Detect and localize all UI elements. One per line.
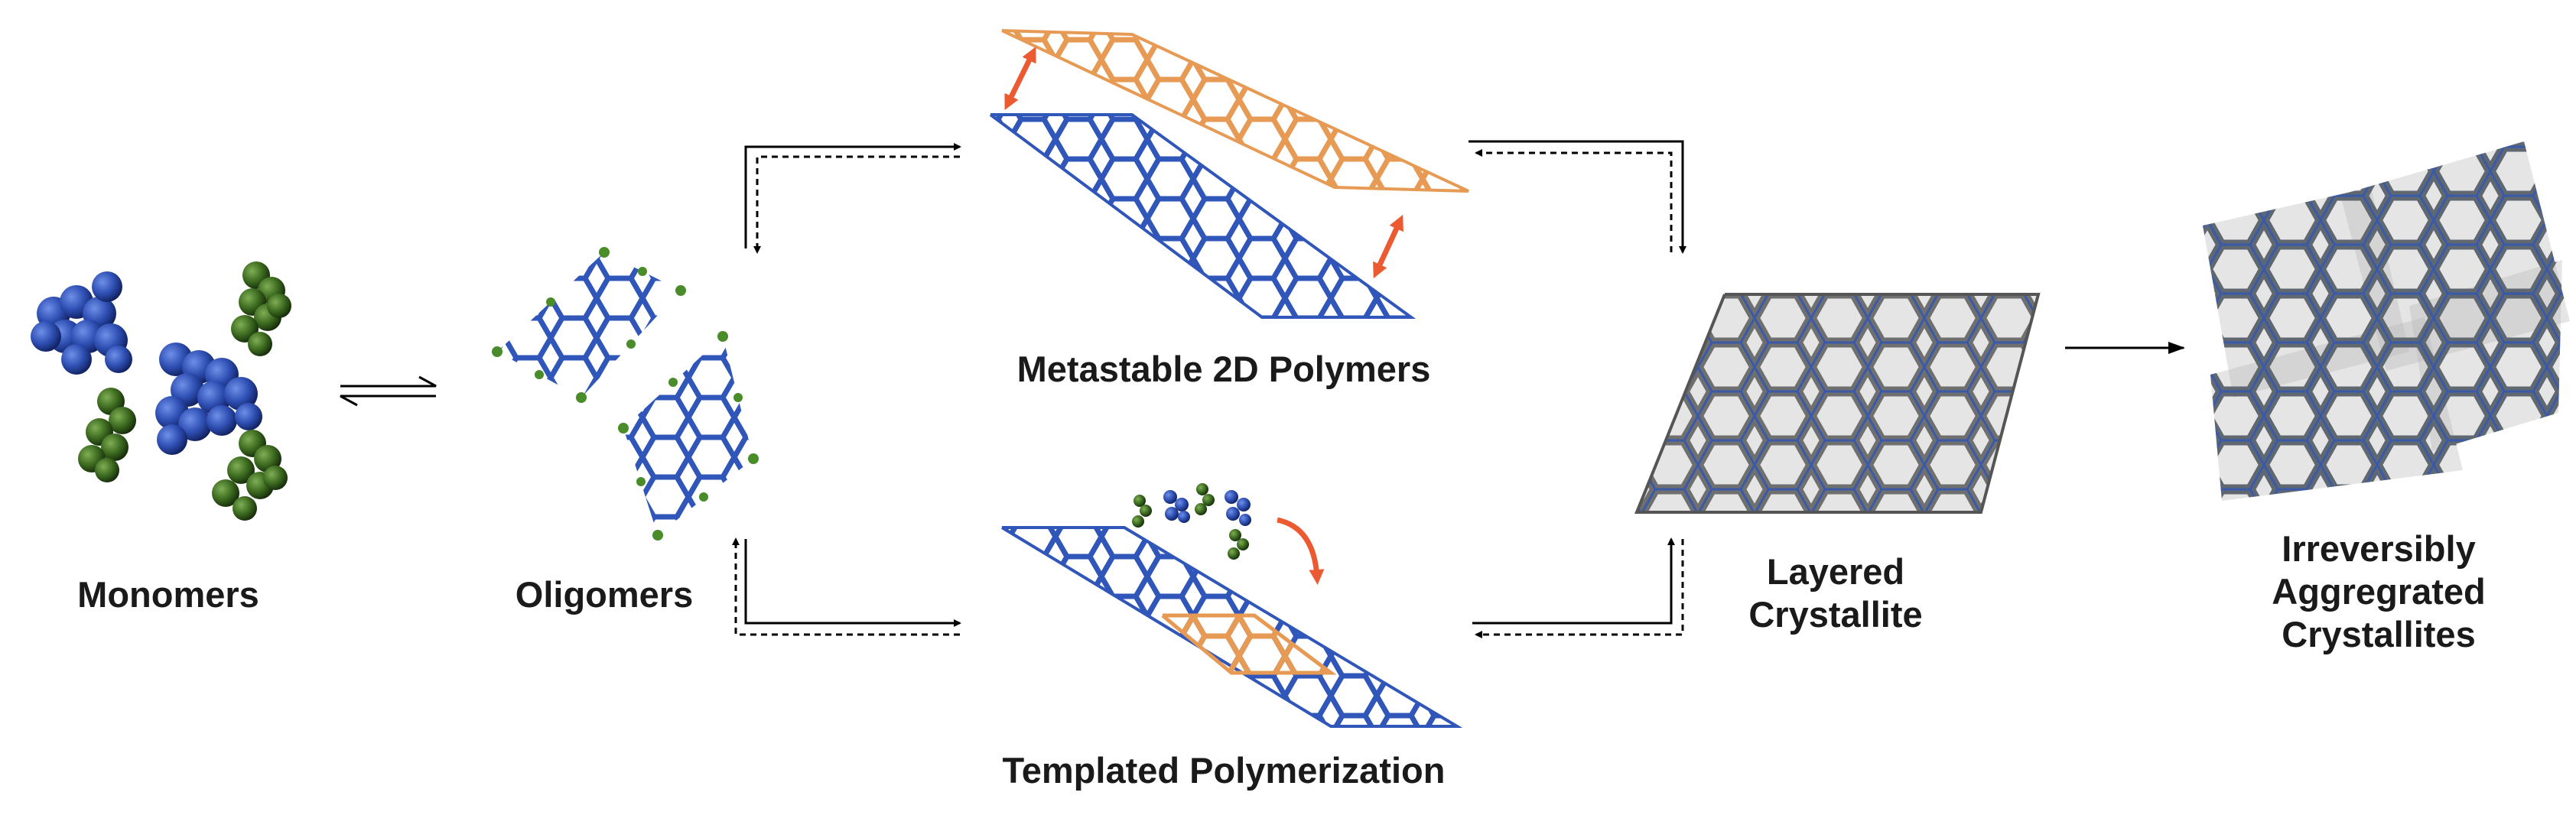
incoming-monomers xyxy=(1132,483,1251,560)
reverse-dashed-arrow-lower xyxy=(732,537,960,636)
monomer-green-1 xyxy=(231,261,291,356)
monomer-blue-1 xyxy=(31,271,132,375)
oligomer-fragment-1 xyxy=(492,247,686,403)
forward-arrow-lower xyxy=(744,539,961,627)
monomer-green-2 xyxy=(78,388,136,482)
aggregated-crystallites-graphic xyxy=(2203,141,2570,501)
label-monomers: Monomers xyxy=(77,574,259,615)
metastable-2d-polymers-graphic xyxy=(989,29,1469,319)
interlayer-arrow-right-icon xyxy=(1373,214,1403,279)
label-templated-polymerization: Templated Polymerization xyxy=(1002,750,1446,791)
orange-sheet xyxy=(1001,29,1469,193)
templated-orange-patch xyxy=(1161,613,1337,675)
interlayer-arrow-left-icon xyxy=(1004,47,1036,110)
monomers-cluster xyxy=(31,261,291,521)
monomer-blue-2 xyxy=(155,343,262,455)
layered-crystallite-graphic xyxy=(1634,293,2041,514)
label-oligomers: Oligomers xyxy=(515,574,694,615)
templated-polymerization-graphic xyxy=(1000,483,1463,728)
attachment-arrow-icon xyxy=(1277,517,1325,585)
oligomer-fragment-2 xyxy=(618,331,759,541)
blue-sheet xyxy=(989,113,1416,319)
forward-arrow-merge-upper xyxy=(1469,140,1686,254)
forward-arrow-upper xyxy=(744,143,961,248)
forward-arrow-merge-lower xyxy=(1472,537,1675,625)
label-irreversible-line-3: Crystallites xyxy=(2282,614,2476,654)
label-layered-line-1: Layered xyxy=(1766,551,1905,592)
label-layered-crystallite: Layered Crystallite xyxy=(1667,550,2004,636)
label-metastable-2d-polymers: Metastable 2D Polymers xyxy=(1016,349,1431,389)
equilibrium-arrows-icon xyxy=(340,375,437,407)
label-irreversibly-aggregated-crystallites: Irreversibly Aggregrated Crystallites xyxy=(2218,528,2539,656)
reverse-dashed-arrow-merge-upper xyxy=(1475,149,1673,252)
reverse-dashed-arrow-upper xyxy=(753,155,960,254)
monomer-green-3 xyxy=(212,430,288,521)
label-layered-line-2: Crystallite xyxy=(1748,594,1923,635)
label-irreversible-line-2: Aggregrated xyxy=(2272,571,2486,612)
label-irreversible-line-1: Irreversibly xyxy=(2282,528,2476,569)
reverse-dashed-arrow-merge-lower xyxy=(1475,539,1684,638)
